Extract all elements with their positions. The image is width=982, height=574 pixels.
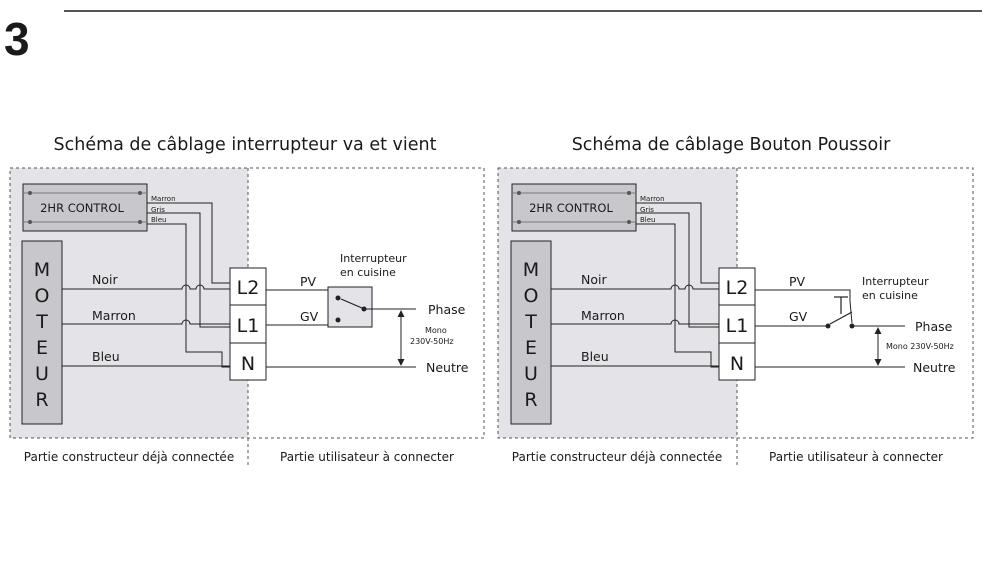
voltage-label: Mono 230V-50Hz xyxy=(886,342,954,351)
wire-pv xyxy=(755,289,851,301)
motor-letter-t: T xyxy=(524,311,537,333)
wire-label-gris: Gris xyxy=(151,206,165,214)
motor-letter-m: M xyxy=(523,259,539,281)
label-neutre: Neutre xyxy=(913,360,956,375)
switch-label-line1: Interrupteur xyxy=(862,275,929,288)
wire-label-gris: Gris xyxy=(640,206,654,214)
terminal-N: N xyxy=(730,353,744,375)
motor-wire-label-bleu: Bleu xyxy=(581,349,609,364)
push-button xyxy=(825,296,855,329)
motor-letter-o: O xyxy=(524,285,539,307)
terminal-block: L2 L1 N xyxy=(718,267,756,381)
motor-letter-r: R xyxy=(35,389,48,411)
wire-marron-to-L2 xyxy=(636,202,719,284)
wire-noir-to-L2 xyxy=(62,284,230,290)
motor-letter-t: T xyxy=(35,311,48,333)
footer-user: Partie utilisateur à connecter xyxy=(280,450,454,464)
wire-marron-to-L1 xyxy=(62,319,230,325)
step-number: 3 xyxy=(4,13,30,65)
wire-pv xyxy=(266,289,338,297)
voltage-arrow xyxy=(397,310,405,366)
terminal-L2: L2 xyxy=(237,277,260,299)
motor-letter-u: U xyxy=(35,363,49,385)
label-pv: PV xyxy=(789,274,806,289)
control-board: 2HR CONTROL xyxy=(511,183,637,232)
motor-box xyxy=(510,240,552,425)
terminal-L2: L2 xyxy=(726,277,749,299)
switch-label-line1: Interrupteur xyxy=(340,252,407,265)
motor-wire-label-marron: Marron xyxy=(581,308,625,323)
two-way-switch xyxy=(327,286,373,328)
label-neutre: Neutre xyxy=(426,360,469,375)
control-label: 2HR CONTROL xyxy=(529,201,613,215)
diagram-title: Schéma de câblage interrupteur va et vie… xyxy=(54,135,437,155)
motor-letter-o: O xyxy=(35,285,50,307)
wire-label-bleu: Bleu xyxy=(640,216,656,224)
footer-manufacturer: Partie constructeur déjà connectée xyxy=(512,450,722,464)
motor-letter-r: R xyxy=(524,389,537,411)
motor-box xyxy=(21,240,63,425)
diagram-title: Schéma de câblage Bouton Poussoir xyxy=(572,135,891,155)
footer-user: Partie utilisateur à connecter xyxy=(769,450,943,464)
wire-bleu-to-N xyxy=(147,223,230,368)
motor-wire-label-bleu: Bleu xyxy=(92,349,120,364)
voltage-arrow xyxy=(874,327,882,366)
label-gv: GV xyxy=(789,309,808,324)
motor-letter-e: E xyxy=(525,337,537,359)
footer-manufacturer: Partie constructeur déjà connectée xyxy=(24,450,234,464)
terminal-L1: L1 xyxy=(726,315,749,337)
wire-marron-to-L1 xyxy=(551,319,719,325)
label-pv: PV xyxy=(300,274,317,289)
switch-label-line2: en cuisine xyxy=(340,266,396,279)
diagram-bouton-poussoir: Schéma de câblage Bouton Poussoir 2HR CO… xyxy=(497,135,974,468)
motor-wire-label-noir: Noir xyxy=(92,272,118,287)
switch-label-line2: en cuisine xyxy=(862,289,918,302)
wire-label-marron: Marron xyxy=(640,195,665,203)
label-phase: Phase xyxy=(915,319,953,334)
diagram-va-et-vient: Schéma de câblage interrupteur va et vie… xyxy=(9,135,485,468)
motor-letter-u: U xyxy=(524,363,538,385)
diagram-frame xyxy=(9,167,485,439)
control-label: 2HR CONTROL xyxy=(40,201,124,215)
wire-marron-to-L2 xyxy=(147,202,230,284)
wire-bleu-to-N xyxy=(636,223,719,368)
voltage-label-line1: Mono xyxy=(425,326,447,335)
wire-label-marron: Marron xyxy=(151,195,176,203)
wire-noir-to-L2 xyxy=(551,284,719,290)
wire-gris-to-L1 xyxy=(147,212,230,328)
label-gv: GV xyxy=(300,309,319,324)
terminal-L1: L1 xyxy=(237,315,260,337)
wire-label-bleu: Bleu xyxy=(151,216,167,224)
motor-wire-label-marron: Marron xyxy=(92,308,136,323)
terminal-N: N xyxy=(241,353,255,375)
motor-wire-label-noir: Noir xyxy=(581,272,607,287)
control-board: 2HR CONTROL xyxy=(22,183,148,232)
terminal-block: L2 L1 N xyxy=(229,267,267,381)
wire-gris-to-L1 xyxy=(636,212,719,328)
motor-letter-e: E xyxy=(36,337,48,359)
label-phase: Phase xyxy=(428,302,466,317)
motor-letter-m: M xyxy=(34,259,50,281)
voltage-label-line2: 230V-50Hz xyxy=(410,337,454,346)
